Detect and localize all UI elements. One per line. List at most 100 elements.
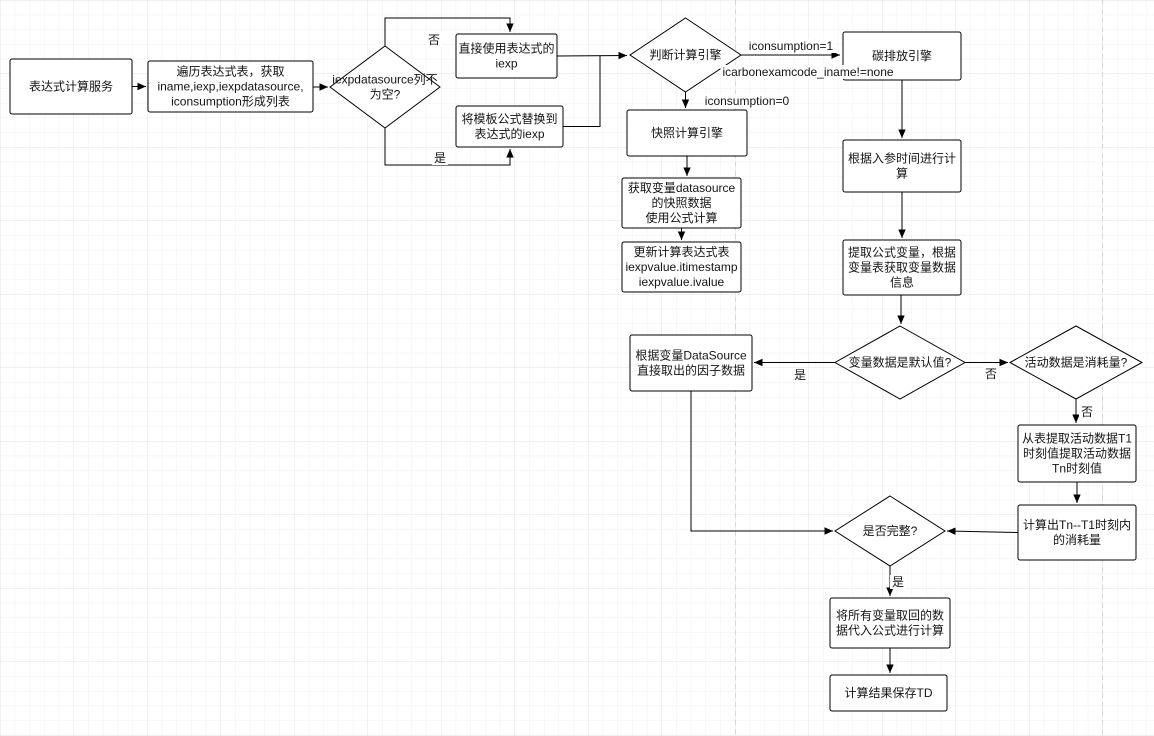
- node-text: 活动数据是消耗量?: [1025, 355, 1128, 370]
- node-text: 变量表获取变量数据: [848, 260, 956, 275]
- edge-label-branch-no-1: 否: [428, 33, 440, 47]
- node-shape-rect[interactable]: [829, 674, 948, 712]
- node-text: Tn时刻值: [1052, 461, 1102, 476]
- node-text: 使用公式计算: [645, 210, 717, 225]
- page-guide-layer: [735, 0, 1103, 736]
- node-shape-rect[interactable]: [629, 334, 753, 392]
- node-shape-rect[interactable]: [455, 33, 558, 79]
- edge-label-bg: [982, 367, 1000, 381]
- node-text: 提取公式变量，根据: [848, 245, 956, 260]
- node-save-result-td[interactable]: 计算结果保存TD: [829, 674, 948, 712]
- edge-label-layer: 否是iconsumption=1icarbonexamcode_iname!=n…: [425, 33, 1096, 589]
- node-layer: 表达式计算服务 遍历表达式表，获取iname,iexp,iexpdatasourc…: [9, 17, 1144, 712]
- edge-label-bg: [425, 33, 443, 47]
- node-is-default-value[interactable]: 变量数据是默认值?: [833, 325, 967, 400]
- node-snapshot-engine[interactable]: 快照计算引擎: [626, 109, 748, 157]
- node-text: 算: [896, 166, 908, 181]
- node-shape-diamond[interactable]: [834, 495, 946, 567]
- node-text: 将所有变量取回的数: [836, 608, 944, 623]
- node-text: iexpdatasource列不: [332, 73, 437, 87]
- node-text: 遍历表达式表，获取: [176, 65, 284, 79]
- node-shape-rect[interactable]: [455, 105, 564, 148]
- node-text: 时刻值提取活动数据: [1023, 446, 1131, 461]
- node-is-complete[interactable]: 是否完整?: [834, 495, 946, 567]
- node-text: 是否完整?: [863, 523, 918, 538]
- edge-label-branch-yes-3: 是: [892, 575, 904, 589]
- edge-label-icarbonexamcode-condition: icarbonexamcode_iname!=none: [722, 65, 893, 79]
- edge-calc-consumption-to-is-complete[interactable]: [946, 527, 1019, 535]
- node-text: 表达式计算服务: [29, 79, 113, 94]
- edge-factor-to-is-complete[interactable]: [690, 391, 833, 535]
- node-text: 从表提取活动数据T1: [1022, 431, 1132, 446]
- node-shape-diamond[interactable]: [629, 17, 742, 93]
- edge-label-bg: [431, 151, 449, 165]
- node-traverse-expression-table[interactable]: 遍历表达式表，获取iname,iexp,iexpdatasource,icons…: [147, 60, 314, 113]
- edge-check-no-to-use-iexp[interactable]: [384, 17, 514, 46]
- node-shape-diamond[interactable]: [1008, 325, 1144, 400]
- node-text: 快照计算引擎: [651, 125, 723, 140]
- node-shape-rect[interactable]: [842, 239, 962, 296]
- node-text: 计算出Tn--T1时刻内: [1023, 517, 1131, 532]
- node-text: iname,iexp,iexpdatasource,: [157, 80, 303, 94]
- node-text: 信息: [890, 275, 914, 290]
- node-shape-rect[interactable]: [9, 58, 133, 115]
- node-text: 直接使用表达式的: [458, 41, 554, 56]
- edge-label-branch-yes-1: 是: [434, 151, 446, 165]
- edge-replace-to-judge[interactable]: [563, 56, 601, 127]
- node-shape-rect[interactable]: [829, 597, 951, 649]
- edge-label-branch-yes-2: 是: [794, 368, 806, 382]
- edge-label-bg: [889, 575, 907, 589]
- node-shape-diamond[interactable]: [329, 45, 441, 129]
- edge-label-bg: [746, 39, 836, 53]
- node-text: 变量数据是默认值?: [849, 355, 952, 370]
- edge-label-branch-no-3: 否: [1081, 405, 1093, 419]
- node-text: 的消耗量: [1053, 532, 1101, 547]
- edge-label-bg: [720, 65, 896, 79]
- node-text: 表达式的iexp: [474, 126, 544, 141]
- node-is-activity-consumption[interactable]: 活动数据是消耗量?: [1008, 325, 1144, 400]
- node-judge-engine[interactable]: 判断计算引擎: [629, 17, 742, 93]
- node-text: 为空?: [370, 88, 401, 102]
- node-text: 根据变量DataSource: [635, 348, 747, 363]
- node-text: 获取变量datasource: [628, 180, 736, 195]
- edge-label-bg: [702, 94, 792, 108]
- node-text: iexpvalue.ivalue: [639, 275, 725, 289]
- edge-use-iexp-to-judge[interactable]: [556, 51, 628, 60]
- node-shape-rect[interactable]: [1017, 504, 1137, 561]
- node-text: 将模板公式替换到: [461, 112, 557, 126]
- node-update-expression-table[interactable]: 更新计算表达式表iexpvalue.itimestampiexpvalue.iv…: [621, 241, 742, 293]
- edge-label-bg: [791, 368, 809, 382]
- edge-label-iconsumption-1: iconsumption=1: [749, 39, 834, 53]
- node-text: 计算结果保存TD: [845, 685, 933, 700]
- edge-label-bg: [1078, 405, 1096, 419]
- node-shape-rect[interactable]: [621, 177, 742, 229]
- node-text: 判断计算引擎: [649, 47, 721, 62]
- node-text: 据代入公式进行计算: [836, 623, 944, 638]
- node-text: 更新计算表达式表: [633, 244, 729, 259]
- node-shape-rect[interactable]: [626, 109, 748, 157]
- node-shape-rect[interactable]: [842, 139, 962, 193]
- node-shape-rect[interactable]: [621, 241, 742, 293]
- node-text: 直接取出的因子数据: [637, 363, 745, 378]
- node-shape-rect[interactable]: [147, 60, 314, 113]
- edge-label-branch-no-2: 否: [985, 367, 997, 381]
- node-text: 碳排放引擎: [872, 48, 932, 63]
- node-shape-diamond[interactable]: [833, 325, 967, 400]
- node-shape-rect[interactable]: [1017, 424, 1137, 483]
- node-text: iexp: [495, 57, 517, 71]
- node-expression-service[interactable]: 表达式计算服务: [9, 58, 133, 115]
- node-text: 根据入参时间进行计: [848, 151, 956, 166]
